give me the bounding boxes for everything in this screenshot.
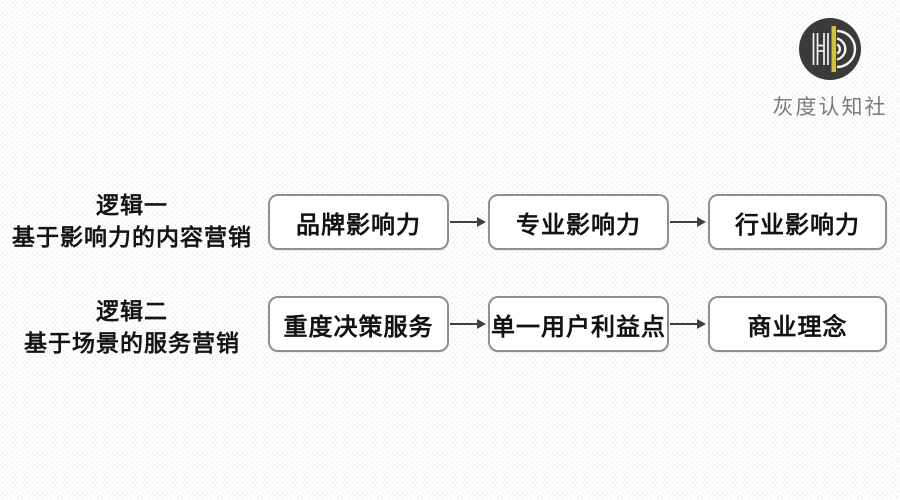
row1-label-line1: 逻辑一	[96, 192, 168, 218]
row2-label: 逻辑二 基于场景的服务营销	[4, 295, 260, 359]
row2-label-line2: 基于场景的服务营销	[24, 330, 240, 356]
row1-label-line2: 基于影响力的内容营销	[12, 224, 252, 250]
flow-box-brand-influence: 品牌影响力	[268, 194, 449, 250]
arrow-right-icon	[670, 217, 706, 227]
hd-monogram-logo-icon	[799, 18, 861, 80]
brand-logo: 灰度认知社	[763, 18, 897, 121]
flow-box-heavy-decision-service: 重度决策服务	[268, 296, 449, 352]
arrow-right-icon	[450, 319, 486, 329]
flow-box-professional-influence: 专业影响力	[488, 194, 669, 250]
flow-box-business-concept: 商业理念	[708, 296, 887, 352]
arrow-right-icon	[670, 319, 706, 329]
flow-box-industry-influence: 行业影响力	[708, 194, 887, 250]
flow-box-single-user-benefit: 单一用户利益点	[488, 296, 669, 352]
row1-label: 逻辑一 基于影响力的内容营销	[4, 189, 260, 253]
row2-label-line1: 逻辑二	[96, 298, 168, 324]
brand-name: 灰度认知社	[772, 96, 888, 119]
arrow-right-icon	[450, 217, 486, 227]
